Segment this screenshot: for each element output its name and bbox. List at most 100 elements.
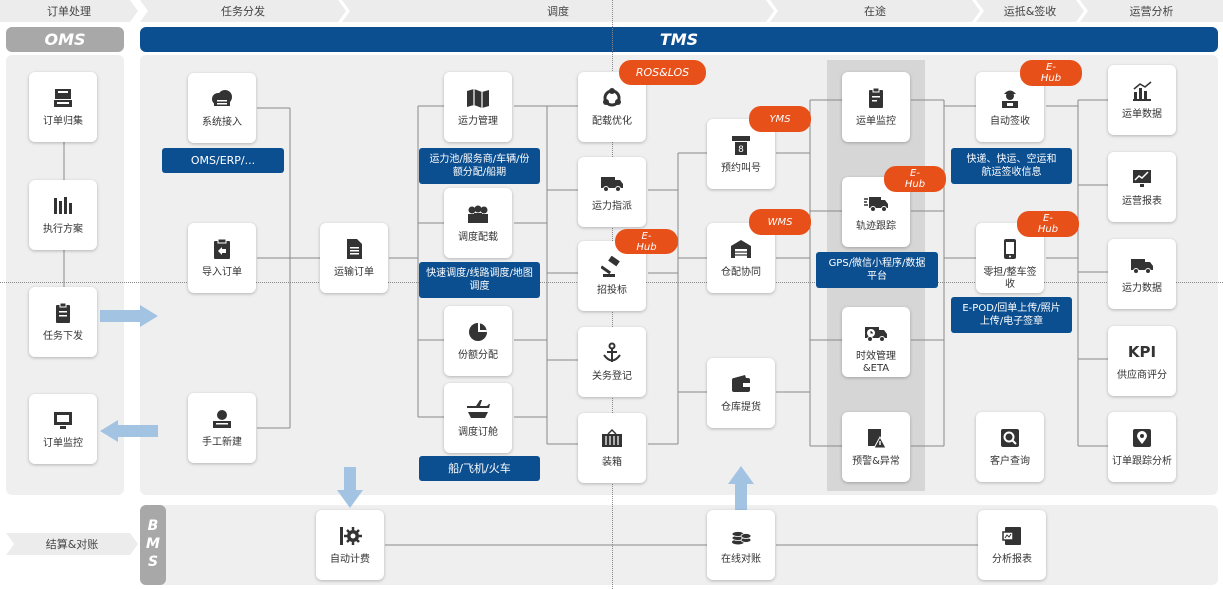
- auto-billing-label: 自动计费: [330, 554, 370, 565]
- truck-clock-icon: [863, 321, 889, 345]
- card-online-recon[interactable]: 在线对账: [707, 510, 775, 580]
- settlement-label: 结算&对账: [6, 533, 138, 555]
- bidding-tag: E-Hub: [615, 229, 678, 254]
- order-monitor-label: 订单监控: [43, 438, 83, 449]
- svg-text:8: 8: [738, 145, 744, 155]
- user-desk-icon: [209, 407, 235, 431]
- card-container[interactable]: 装箱: [578, 413, 646, 483]
- truck-icon: [599, 171, 625, 195]
- gavel-icon: [599, 255, 625, 279]
- card-auto-billing[interactable]: 自动计费: [316, 510, 384, 580]
- card-transport-order[interactable]: 运输订单: [320, 223, 388, 293]
- document-icon: [341, 237, 367, 261]
- stage-arrival-sign: 运抵&签收: [976, 0, 1084, 22]
- card-kpi[interactable]: KPI 供应商评分: [1108, 326, 1176, 396]
- team-icon: [465, 202, 491, 226]
- anchor-icon: [599, 341, 625, 365]
- card-quota-alloc[interactable]: 份额分配: [444, 306, 512, 376]
- report-icon: [1129, 166, 1155, 190]
- card-wh-pickup[interactable]: 仓库提货: [707, 358, 775, 428]
- system-access-note: OMS/ERP/...: [162, 148, 284, 173]
- oms-header: OMS: [6, 27, 124, 52]
- warehouse-icon: [728, 237, 754, 261]
- appointment-label: 预约叫号: [721, 163, 761, 174]
- customs-label: 关务登记: [592, 371, 632, 382]
- clipboard-icon: [50, 301, 76, 325]
- card-capacity-data[interactable]: 运力数据: [1108, 239, 1176, 309]
- card-bidding[interactable]: 招投标: [578, 241, 646, 311]
- card-order-track-analysis[interactable]: 订单跟踪分析: [1108, 412, 1176, 482]
- dispatch-booking-label: 调度订舱: [458, 427, 498, 438]
- partial-sign-tag: E-Hub: [1017, 211, 1079, 237]
- wh-coord-label: 仓配协同: [721, 267, 761, 278]
- stage-ops-analysis: 运营分析: [1080, 0, 1223, 22]
- card-order-monitor[interactable]: 订单监控: [29, 394, 97, 464]
- courier-icon: [997, 86, 1023, 110]
- stage-scheduling: 调度: [342, 0, 774, 22]
- moving-truck-icon: [863, 191, 889, 215]
- card-ops-report[interactable]: 运营报表: [1108, 152, 1176, 222]
- quota-alloc-label: 份额分配: [458, 350, 498, 361]
- cycle-icon: [599, 86, 625, 110]
- import-icon: [209, 237, 235, 261]
- delivery-truck-icon: [1129, 253, 1155, 277]
- order-collect-label: 订单归集: [43, 116, 83, 127]
- booking-note: 船/飞机/火车: [419, 456, 540, 481]
- auto-sign-label: 自动签收: [990, 116, 1030, 127]
- card-import-order[interactable]: 导入订单: [188, 223, 256, 293]
- card-transport-data[interactable]: 运单数据: [1108, 65, 1176, 135]
- warning-doc-icon: [863, 426, 889, 450]
- gear-billing-icon: [337, 524, 363, 548]
- stage-task-dispatch: 任务分发: [140, 0, 346, 22]
- supplier-score-label: 供应商评分: [1117, 370, 1167, 381]
- load-opt-tag: ROS&LOS: [619, 60, 706, 85]
- alert-label: 预警&异常: [852, 456, 900, 467]
- card-system-access[interactable]: 系统接入: [188, 73, 256, 143]
- card-customer-query[interactable]: 客户查询: [976, 412, 1044, 482]
- bar-chart-icon: [1129, 79, 1155, 103]
- stage-order-processing: 订单处理: [0, 0, 138, 22]
- ticket-icon: 8: [728, 133, 754, 157]
- bms-header-label: BMS: [145, 518, 161, 572]
- card-cap-assign[interactable]: 运力指派: [578, 157, 646, 227]
- plane-ship-icon: [465, 397, 491, 421]
- wh-coord-tag: WMS: [749, 209, 811, 235]
- card-load-opt[interactable]: 配载优化: [578, 72, 646, 142]
- wh-pickup-label: 仓库提货: [721, 402, 761, 413]
- card-alert[interactable]: 预警&异常: [842, 412, 910, 482]
- transport-monitor-label: 运单监控: [856, 116, 896, 127]
- card-dispatch-booking[interactable]: 调度订舱: [444, 383, 512, 453]
- card-task-dispatch[interactable]: 任务下发: [29, 287, 97, 357]
- wallet-icon: [728, 372, 754, 396]
- analysis-report-icon: [999, 524, 1025, 548]
- map-icon: [465, 86, 491, 110]
- tms-header: TMS: [140, 27, 1218, 52]
- card-transport-monitor[interactable]: 运单监控: [842, 72, 910, 142]
- card-dispatch-alloc[interactable]: 调度配载: [444, 188, 512, 258]
- customer-query-label: 客户查询: [990, 456, 1030, 467]
- phone-icon: [997, 237, 1023, 261]
- coins-icon: [728, 524, 754, 548]
- manual-create-label: 手工新建: [202, 437, 242, 448]
- container-icon: [599, 427, 625, 451]
- task-dispatch-label: 任务下发: [43, 331, 83, 342]
- bidding-label: 招投标: [597, 285, 627, 296]
- exec-plan-label: 执行方案: [43, 224, 83, 235]
- clipboard-check-icon: [863, 86, 889, 110]
- card-customs[interactable]: 关务登记: [578, 327, 646, 397]
- card-analysis-report[interactable]: 分析报表: [978, 510, 1046, 580]
- auto-sign-tag: E-Hub: [1020, 60, 1082, 86]
- pie-chart-icon: [465, 320, 491, 344]
- card-order-collect[interactable]: 订单归集: [29, 72, 97, 142]
- cloud-icon: [209, 87, 235, 111]
- load-opt-label: 配载优化: [592, 116, 632, 127]
- card-manual-create[interactable]: 手工新建: [188, 393, 256, 463]
- card-capacity-mgmt[interactable]: 运力管理: [444, 72, 512, 142]
- card-exec-plan[interactable]: 执行方案: [29, 180, 97, 250]
- card-eta[interactable]: 时效管理&ETA: [842, 307, 910, 377]
- import-order-label: 导入订单: [202, 267, 242, 278]
- ops-report-label: 运营报表: [1122, 196, 1162, 207]
- monitor-icon: [50, 408, 76, 432]
- container-label: 装箱: [602, 457, 622, 468]
- analysis-report-label: 分析报表: [992, 554, 1032, 565]
